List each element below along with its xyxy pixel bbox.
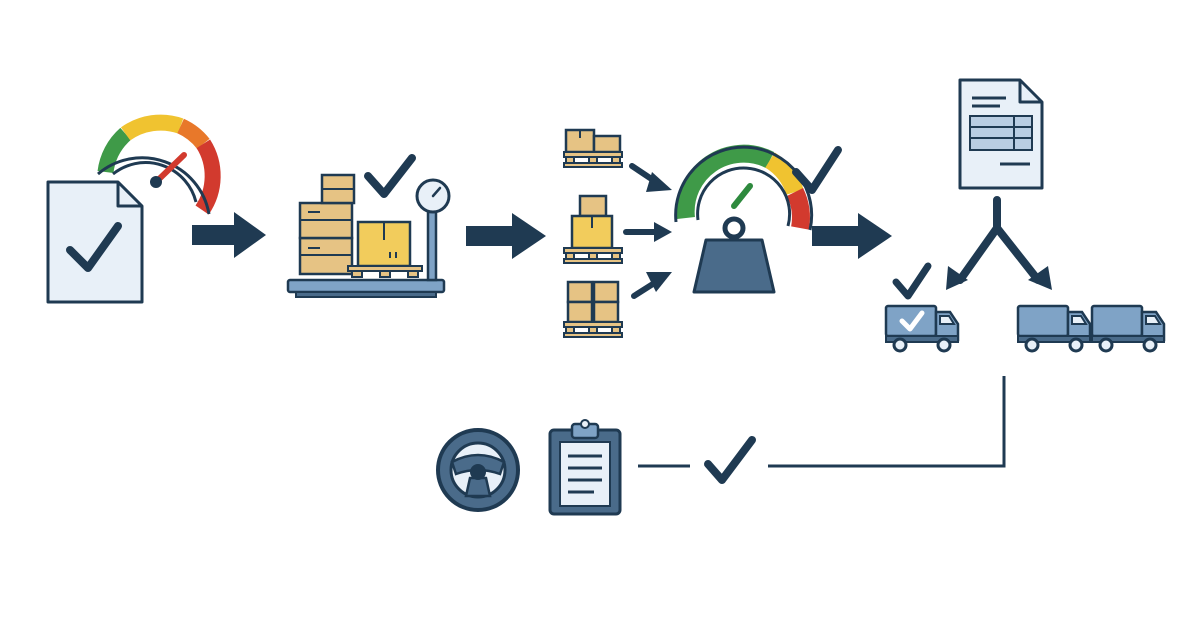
- delivery-truck-icon: [884, 304, 960, 353]
- clipboard-icon: [548, 419, 622, 516]
- check-icon: [704, 436, 756, 484]
- pallet-icon: [563, 280, 623, 338]
- check-icon: [892, 262, 932, 300]
- arrow-right-icon: [631, 272, 672, 299]
- steering-wheel-icon: [436, 428, 520, 512]
- connector-line: [638, 376, 1006, 468]
- arrow-right-icon: [629, 163, 672, 192]
- split-arrow-icon: [946, 196, 1052, 290]
- pallet-scale-icon: [286, 178, 451, 298]
- pallet-icon: [563, 194, 623, 264]
- arrow-right-icon: [466, 213, 546, 259]
- weight-icon: [692, 216, 776, 294]
- speed-gauge-icon: [97, 114, 221, 215]
- speed-gauge-icon: [674, 144, 814, 231]
- pallet-icon: [563, 128, 623, 168]
- invoice-document-icon: [958, 78, 1044, 190]
- delivery-truck-icon: [1090, 304, 1166, 353]
- check-icon: [792, 146, 842, 194]
- delivery-truck-icon: [1016, 304, 1092, 353]
- arrow-right-icon: [812, 213, 892, 259]
- check-icon: [364, 154, 416, 198]
- arrow-right-icon: [192, 212, 266, 258]
- checked-document-icon: [46, 180, 144, 304]
- arrow-right-icon: [623, 222, 672, 242]
- stacked-boxes-icon: [298, 173, 412, 276]
